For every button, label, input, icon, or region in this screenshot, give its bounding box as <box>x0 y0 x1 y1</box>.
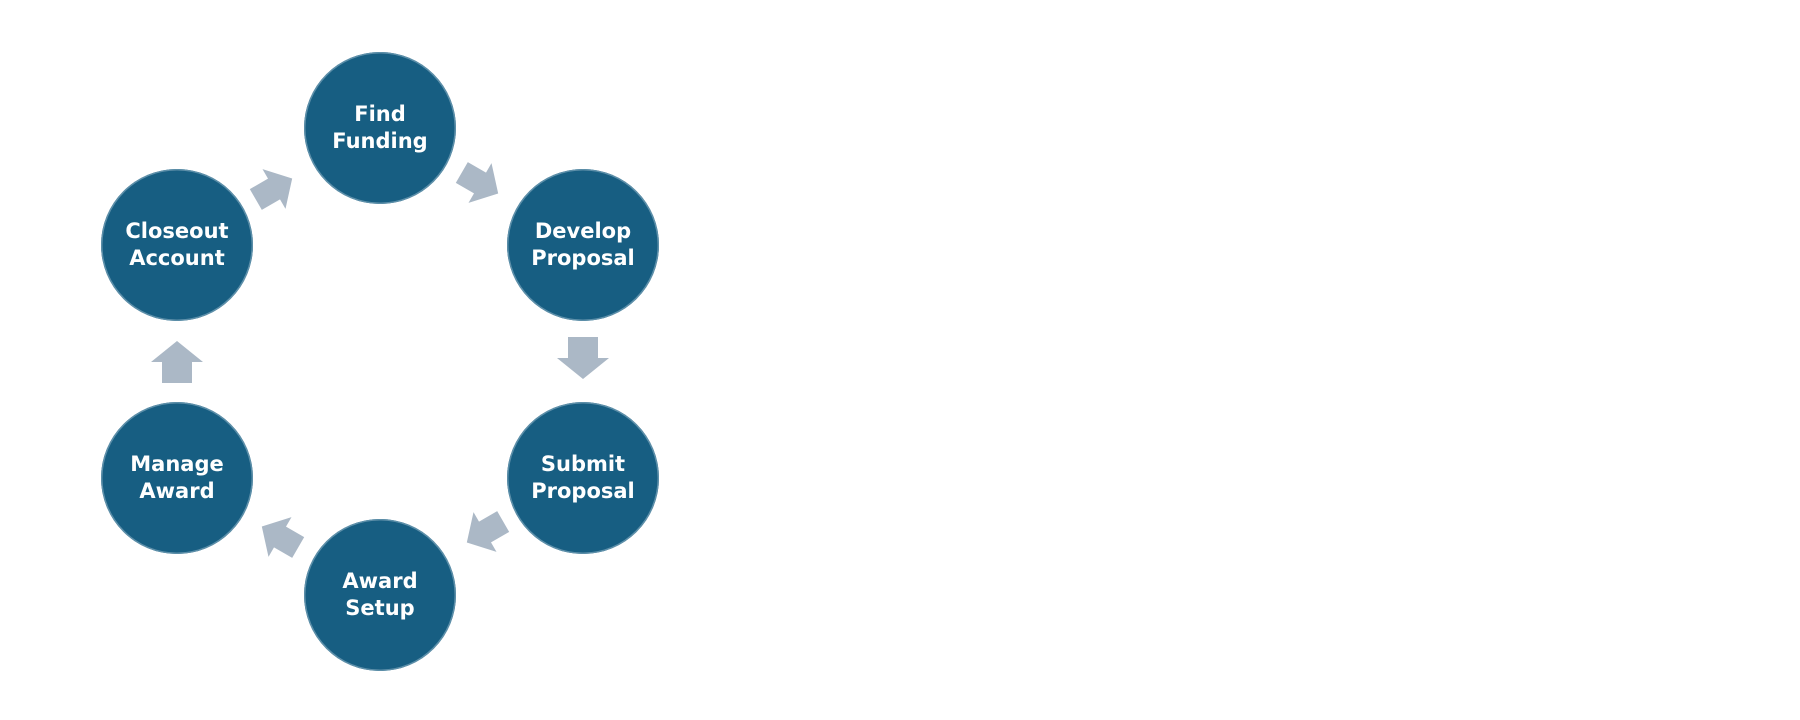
arrow-develop-proposal-to-submit-proposal <box>557 337 609 379</box>
step-develop-proposal-label: Develop Proposal <box>531 219 635 270</box>
step-submit-proposal-label: Submit Proposal <box>531 452 635 503</box>
arrow-manage-award-to-closeout-account <box>151 341 203 383</box>
arrow-submit-proposal-to-award-setup <box>466 511 510 552</box>
step-find-funding[interactable]: Find Funding <box>304 52 456 204</box>
arrow-closeout-account-to-find-funding <box>249 169 293 210</box>
step-submit-proposal[interactable]: Submit Proposal <box>507 402 659 554</box>
step-find-funding-label: Find Funding <box>332 102 428 153</box>
step-award-setup[interactable]: Award Setup <box>304 519 456 671</box>
arrow-award-setup-to-manage-award <box>261 517 305 558</box>
step-award-setup-label: Award Setup <box>342 569 418 620</box>
step-closeout-account[interactable]: Closeout Account <box>101 169 253 321</box>
step-manage-award-label: Manage Award <box>130 452 224 503</box>
arrow-find-funding-to-develop-proposal <box>455 162 499 203</box>
step-develop-proposal[interactable]: Develop Proposal <box>507 169 659 321</box>
step-manage-award[interactable]: Manage Award <box>101 402 253 554</box>
step-closeout-account-label: Closeout Account <box>125 219 229 270</box>
